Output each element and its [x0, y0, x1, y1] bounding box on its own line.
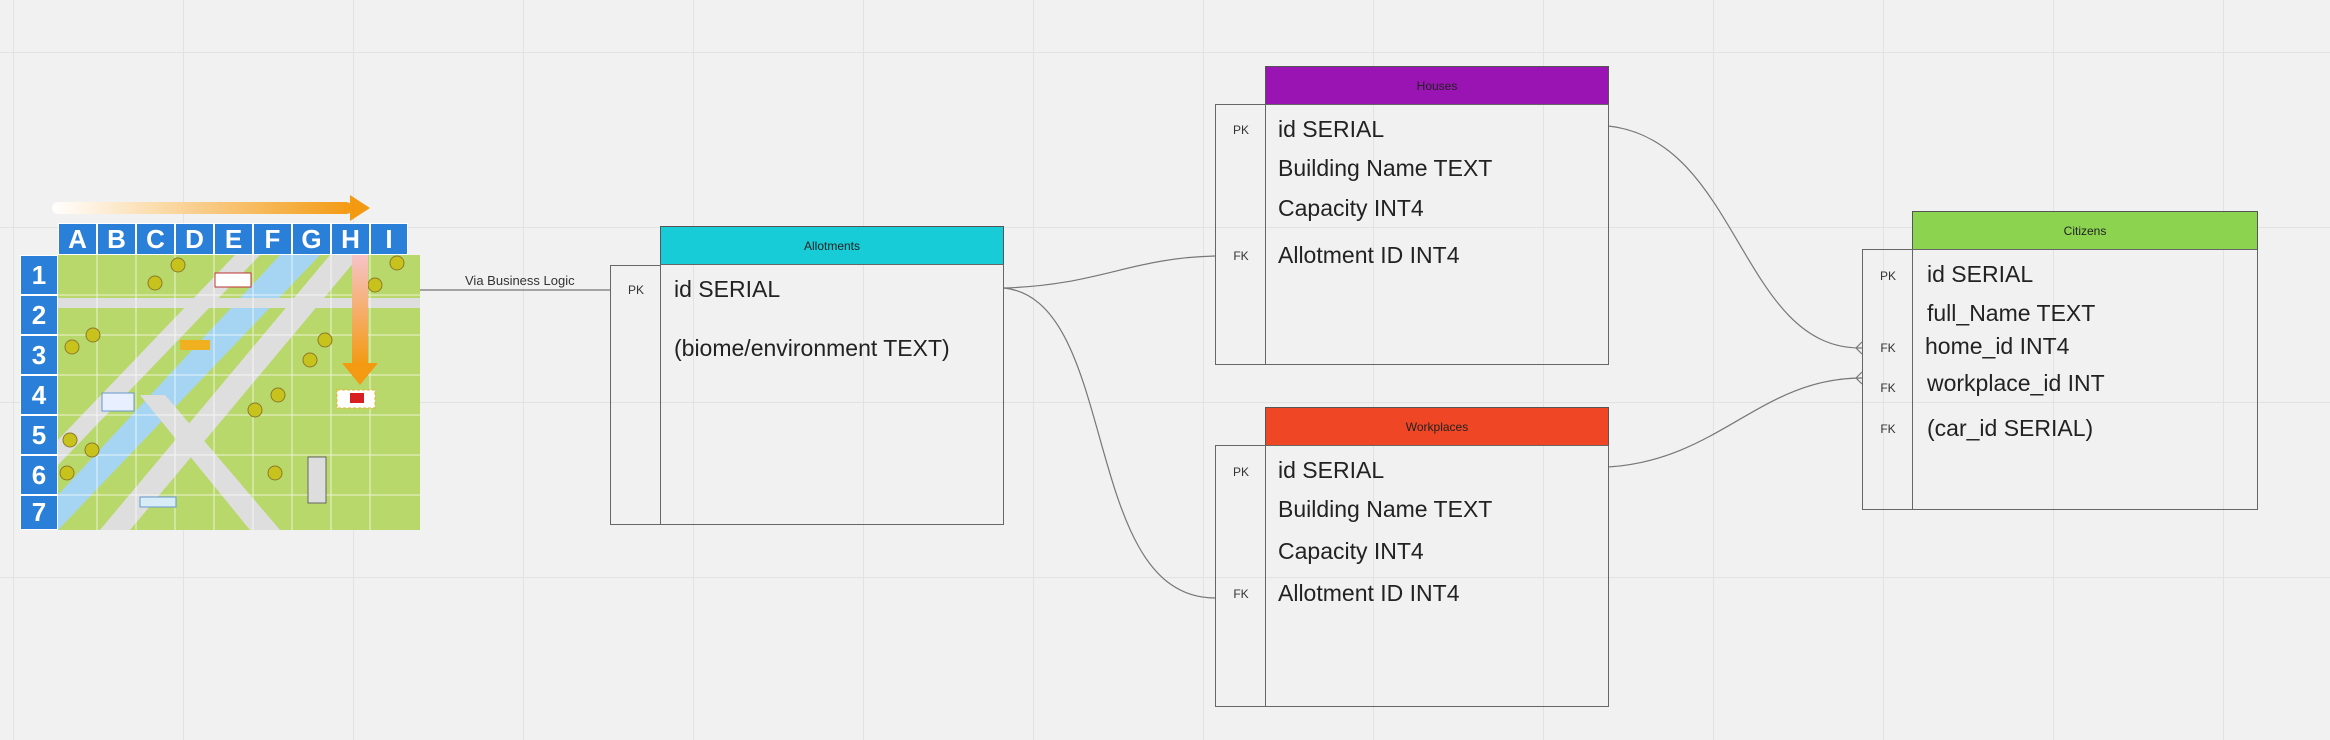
table-header[interactable]: Workplaces — [1265, 407, 1609, 446]
row-header-1: 1 — [20, 255, 58, 295]
key-column — [1862, 249, 1913, 510]
row-header-2: 2 — [20, 295, 58, 335]
field-allotment-id[interactable]: Allotment ID INT4 — [1278, 242, 1460, 268]
column-header-B: B — [97, 223, 136, 255]
foreign-key-marker: FK — [1880, 341, 1896, 355]
table-body — [1265, 104, 1609, 365]
allotment-to-workplaces-connector[interactable] — [1003, 287, 1216, 599]
row-header-6: 6 — [20, 455, 58, 495]
table-body — [660, 264, 1004, 525]
row-header-5: 5 — [20, 415, 58, 455]
key-column — [1215, 445, 1266, 707]
map-terrain — [52, 195, 420, 530]
table-header[interactable]: Houses — [1265, 66, 1609, 105]
key-column — [610, 265, 661, 525]
column-header-H: H — [331, 223, 370, 255]
field-car-id[interactable]: (car_id SERIAL) — [1927, 415, 2094, 441]
primary-key-marker: PK — [1232, 123, 1249, 137]
field-id[interactable]: id SERIAL — [1927, 261, 2034, 287]
foreign-key-marker: FK — [1233, 249, 1249, 263]
foreign-key-marker: FK — [1233, 587, 1249, 601]
row-header-7: 7 — [20, 495, 58, 530]
primary-key-marker: PK — [627, 283, 644, 297]
field-capacity[interactable]: Capacity INT4 — [1278, 538, 1424, 564]
workplaces-to-citizens-connector[interactable] — [1607, 377, 1863, 468]
field-full-name[interactable]: full_Name TEXT — [1927, 300, 2096, 326]
primary-key-marker: PK — [1232, 465, 1249, 479]
table-body — [1265, 445, 1609, 707]
field-id[interactable]: id SERIAL — [1278, 116, 1385, 142]
field-id[interactable]: id SERIAL — [674, 276, 781, 302]
table-body — [1912, 249, 2258, 510]
table-header[interactable]: Citizens — [1912, 211, 2258, 250]
primary-key-marker: PK — [1879, 269, 1896, 283]
allotment-to-houses-connector[interactable] — [1003, 255, 1216, 289]
column-header-I: I — [370, 223, 408, 255]
field-building-name[interactable]: Building Name TEXT — [1278, 496, 1493, 522]
field-allotment-id[interactable]: Allotment ID INT4 — [1278, 580, 1460, 606]
row-header-3: 3 — [20, 335, 58, 375]
column-header-E: E — [214, 223, 253, 255]
foreign-key-marker: FK — [1880, 422, 1896, 436]
column-header-D: D — [175, 223, 214, 255]
field-biome-environment[interactable]: (biome/environment TEXT) — [674, 335, 950, 361]
field-id[interactable]: id SERIAL — [1278, 457, 1385, 483]
column-header-C: C — [136, 223, 175, 255]
key-column — [1215, 104, 1266, 365]
row-header-4: 4 — [20, 375, 58, 415]
field-workplace-id[interactable]: workplace_id INT — [1927, 370, 2105, 396]
crowfoot-icon — [1855, 341, 1863, 355]
column-header-A: A — [58, 223, 97, 255]
crowfoot-icon — [1855, 371, 1863, 385]
field-building-name[interactable]: Building Name TEXT — [1278, 155, 1493, 181]
via-business-logic-label[interactable]: Via Business Logic — [465, 273, 575, 288]
field-capacity[interactable]: Capacity INT4 — [1278, 195, 1424, 221]
field-home-id[interactable]: home_id INT4 — [1925, 333, 2070, 359]
column-header-G: G — [292, 223, 331, 255]
houses-to-citizens-connector[interactable] — [1607, 125, 1863, 349]
column-header-F: F — [253, 223, 292, 255]
foreign-key-marker: FK — [1880, 381, 1896, 395]
table-header[interactable]: Allotments — [660, 226, 1004, 265]
